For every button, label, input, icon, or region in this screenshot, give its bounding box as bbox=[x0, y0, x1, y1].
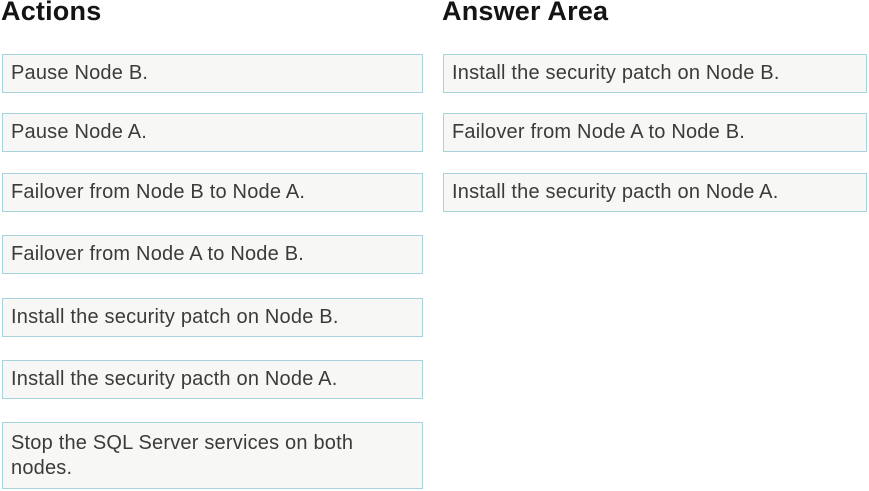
action-item-label: Install the security pacth on Node A. bbox=[11, 368, 338, 390]
action-item-label: Pause Node B. bbox=[11, 62, 149, 84]
actions-title: Actions bbox=[1, 0, 102, 26]
action-item-label: Stop the SQL Server services on both nod… bbox=[11, 431, 354, 479]
answer-item-label: Failover from Node A to Node B. bbox=[452, 121, 746, 143]
answer-item-1[interactable]: Install the security patch on Node B. bbox=[443, 54, 867, 93]
action-item-failover-a-to-b[interactable]: Failover from Node A to Node B. bbox=[2, 235, 423, 274]
answer-item-label: Install the security patch on Node B. bbox=[452, 62, 780, 84]
action-item-install-patch-node-b[interactable]: Install the security patch on Node B. bbox=[2, 298, 423, 337]
action-item-pause-node-b[interactable]: Pause Node B. bbox=[2, 54, 423, 93]
action-item-label: Failover from Node A to Node B. bbox=[11, 243, 305, 265]
action-item-label: Pause Node A. bbox=[11, 121, 148, 143]
answer-area-title: Answer Area bbox=[442, 0, 609, 26]
action-item-install-patch-node-a[interactable]: Install the security pacth on Node A. bbox=[2, 360, 423, 399]
action-item-pause-node-a[interactable]: Pause Node A. bbox=[2, 113, 423, 152]
answer-item-3[interactable]: Install the security pacth on Node A. bbox=[443, 173, 867, 212]
answer-item-2[interactable]: Failover from Node A to Node B. bbox=[443, 113, 867, 152]
answer-area-column: Answer Area Install the security patch o… bbox=[442, 0, 867, 491]
actions-column: Actions Pause Node B. Pause Node A. Fail… bbox=[1, 0, 423, 491]
answer-item-label: Install the security pacth on Node A. bbox=[452, 181, 779, 203]
action-item-failover-b-to-a[interactable]: Failover from Node B to Node A. bbox=[2, 173, 423, 212]
action-item-label: Install the security patch on Node B. bbox=[11, 306, 339, 328]
action-item-stop-sql-services[interactable]: Stop the SQL Server services on both nod… bbox=[2, 422, 423, 489]
action-item-label: Failover from Node B to Node A. bbox=[11, 181, 306, 203]
